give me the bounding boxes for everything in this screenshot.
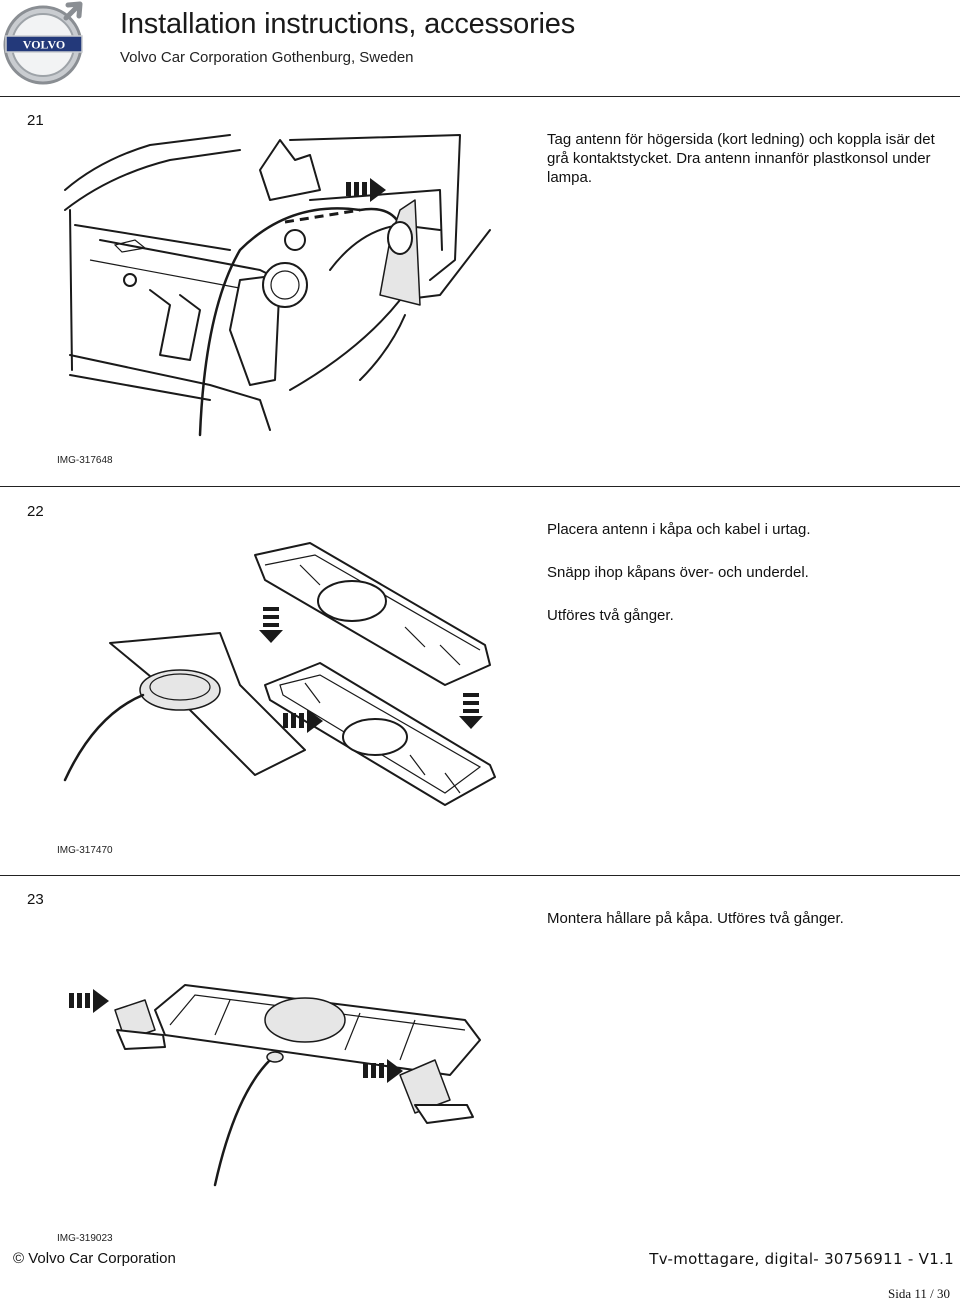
step-number: 22 (27, 503, 44, 520)
image-id: IMG-319023 (57, 1233, 113, 1244)
section-divider (0, 486, 960, 487)
step-instructions: Tag antenn för högersida (kort ledning) … (547, 130, 947, 187)
step-number: 23 (27, 891, 44, 908)
footer-document-id: Tv-mottagare, digital- 30756911 - V1.1 (649, 1250, 954, 1268)
step-22-illustration (63, 542, 496, 806)
step-paragraph: Montera hållare på kåpa. Utföres två gån… (547, 910, 844, 927)
document-title: Installation instructions, accessories (120, 8, 575, 40)
step-instructions: Montera hållare på kåpa. Utföres två gån… (547, 909, 947, 928)
section-divider (0, 875, 960, 876)
step-paragraph: Utföres två gånger. (547, 607, 674, 624)
page-number: Sida 11 / 30 (888, 1286, 950, 1301)
image-id: IMG-317470 (57, 845, 113, 856)
section-divider (0, 96, 960, 97)
step-instructions: Placera antenn i kåpa och kabel i urtag.… (547, 520, 947, 625)
document-subtitle: Volvo Car Corporation Gothenburg, Sweden (120, 49, 414, 66)
step-number: 21 (27, 112, 44, 129)
step-paragraph: Snäpp ihop kåpans över- och underdel. (547, 564, 809, 581)
step-paragraph: Placera antenn i kåpa och kabel i urtag. (547, 521, 811, 538)
volvo-logo: VOLVO (3, 1, 83, 85)
step-paragraph: Tag antenn för högersida (kort ledning) … (547, 131, 935, 186)
image-id: IMG-317648 (57, 455, 113, 466)
step-21-illustration (64, 134, 491, 437)
logo-text: VOLVO (23, 38, 65, 52)
step-23-illustration (69, 984, 481, 1187)
footer-copyright: © Volvo Car Corporation (13, 1250, 176, 1267)
